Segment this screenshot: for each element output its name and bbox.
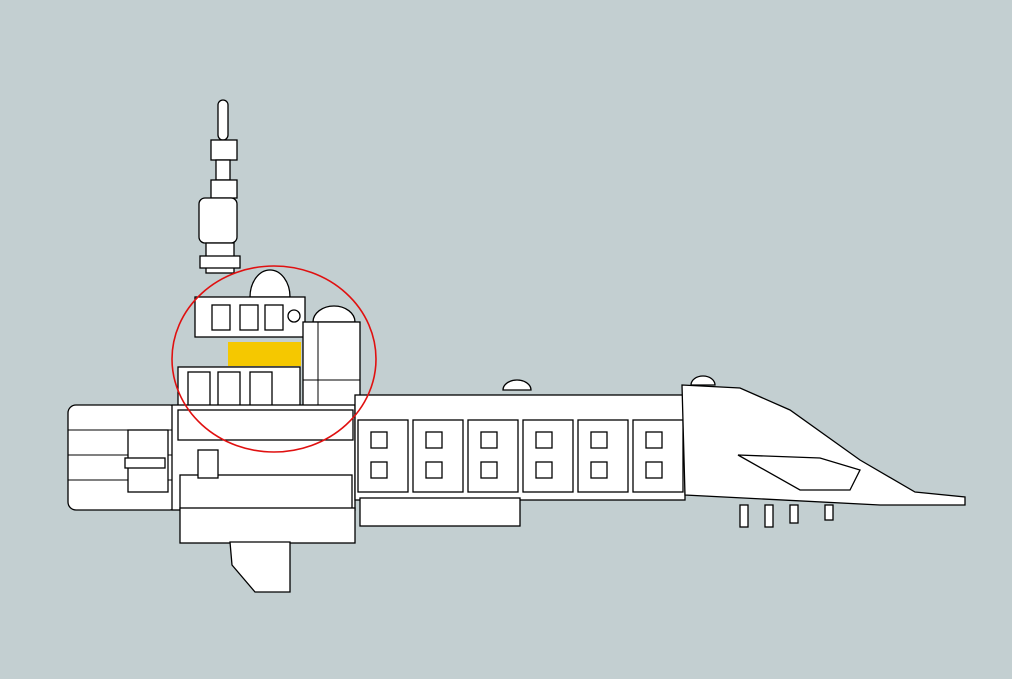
highlight-ellipse	[171, 265, 377, 453]
hull-bolt	[535, 431, 553, 449]
hull-bolt	[370, 461, 388, 479]
engines	[67, 404, 179, 511]
hull-bolt	[425, 461, 443, 479]
hull-bolt	[645, 461, 663, 479]
hull-bay-panel	[522, 419, 574, 493]
prow	[681, 375, 966, 528]
upper-tower	[194, 269, 361, 408]
bridge-block	[177, 366, 301, 411]
hull-bolt	[645, 431, 663, 449]
hull-mid	[354, 379, 686, 527]
hull-rear	[171, 404, 356, 593]
hull-bolt	[480, 431, 498, 449]
hull-bay-panel	[632, 419, 684, 493]
hull-bay-panel	[412, 419, 464, 493]
hull-bay-panel	[577, 419, 629, 493]
hull-bay-panel	[467, 419, 519, 493]
hull-bolt	[480, 461, 498, 479]
hull-bolt	[590, 431, 608, 449]
hull-bolt	[370, 431, 388, 449]
hull-bolt	[425, 431, 443, 449]
hull-bolt	[590, 461, 608, 479]
hull-bay-panel	[357, 419, 409, 493]
hull-bolt	[535, 461, 553, 479]
highlight-marker	[228, 342, 301, 366]
mast	[198, 99, 241, 274]
